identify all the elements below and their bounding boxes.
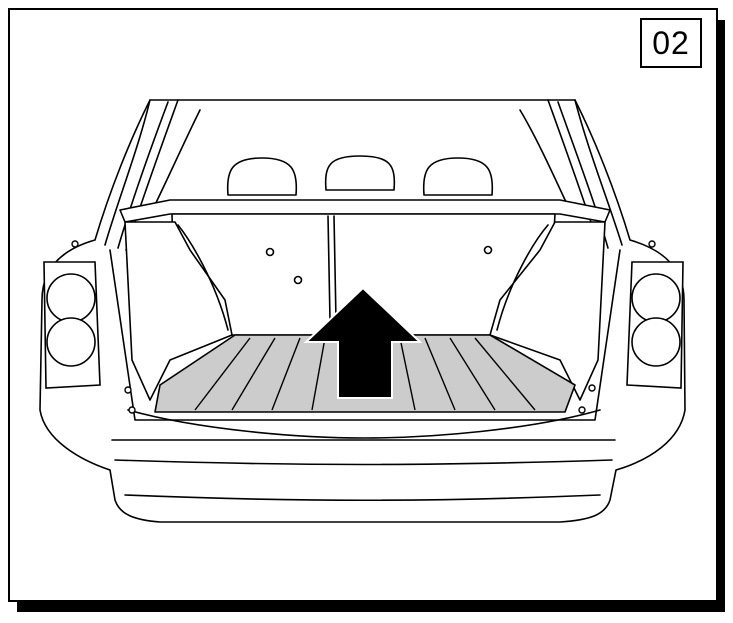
insert-direction-arrow — [303, 286, 423, 399]
bumper-line — [114, 459, 613, 466]
headrest-left — [226, 157, 298, 196]
headrest-right — [422, 157, 494, 196]
tail-light-right — [626, 261, 684, 389]
right-pillar-outer — [574, 99, 623, 246]
left-pillar-outer — [104, 99, 151, 246]
left-wheel-arch — [177, 224, 229, 331]
seat-split-line — [327, 215, 331, 321]
headrest-center — [324, 155, 396, 191]
left-pillar-inner — [117, 101, 169, 249]
boot-opening — [109, 249, 621, 421]
seat-bolt-2 — [293, 275, 303, 285]
body-bolts — [71, 240, 656, 414]
bumper-lower — [124, 494, 601, 502]
seat-bolt-3 — [483, 245, 493, 255]
seat-bolt-1 — [265, 247, 275, 257]
left-side-trim — [124, 221, 233, 401]
right-wheel-arch — [496, 224, 549, 331]
mat-ribs — [194, 337, 536, 411]
step-number-box: 02 — [640, 18, 702, 68]
seat-split-line-2 — [333, 215, 337, 321]
tail-light-left — [43, 261, 101, 389]
step-number: 02 — [652, 25, 690, 61]
boot-sill — [127, 409, 601, 439]
